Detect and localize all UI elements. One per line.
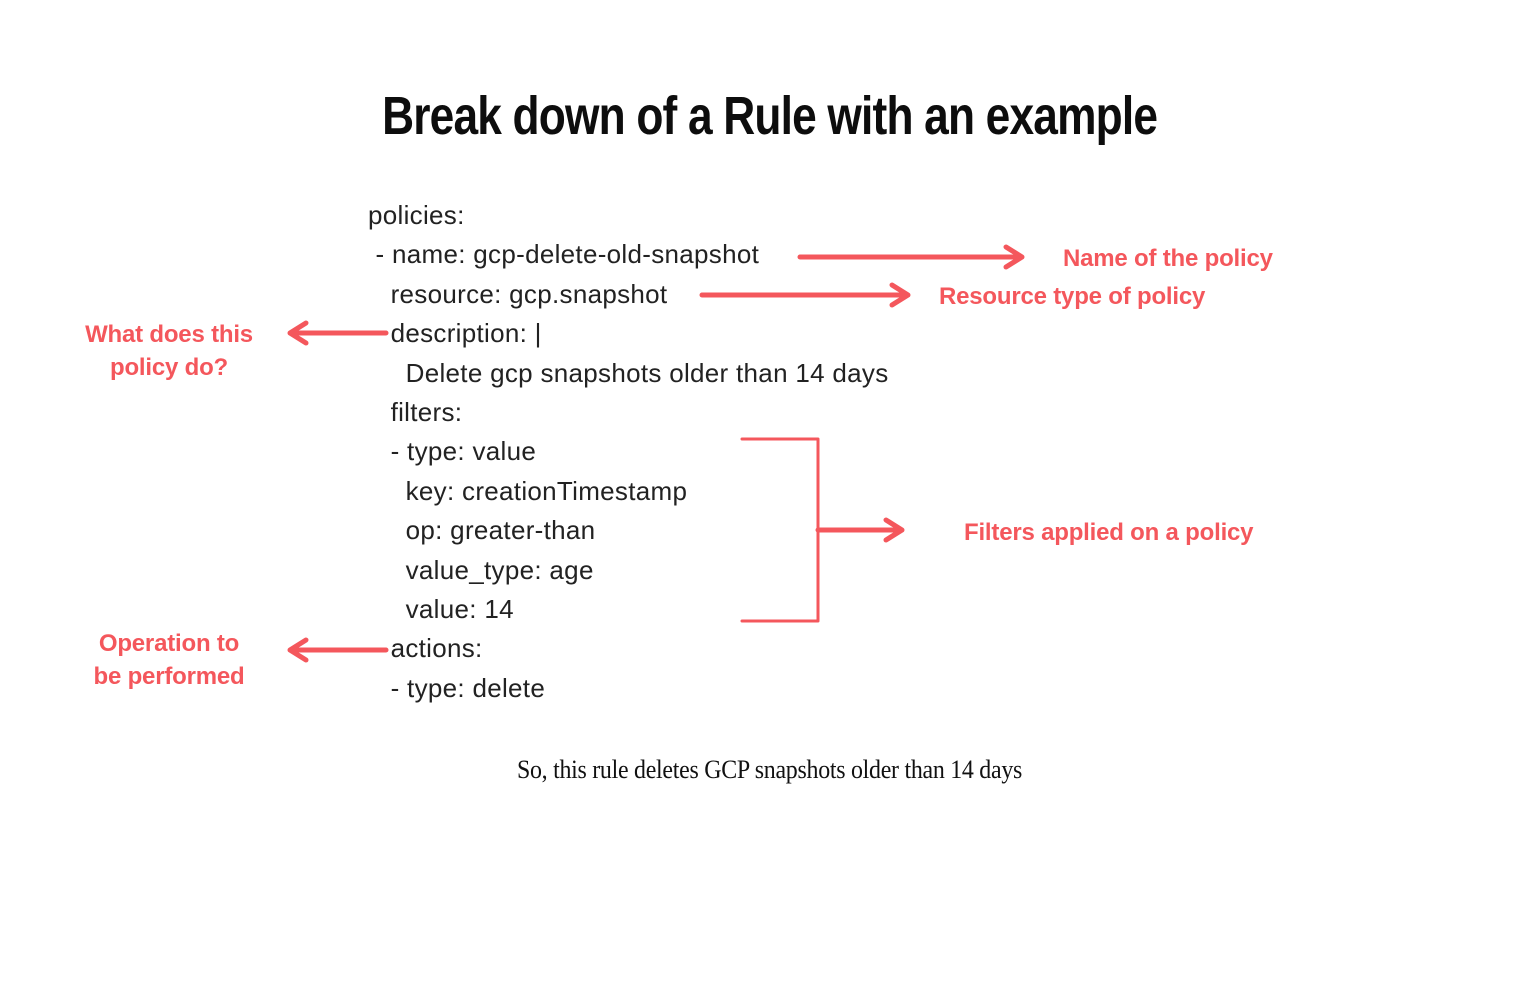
code-line-filter-value: value: 14 — [368, 593, 514, 624]
code-line-action-type: - type: delete — [368, 672, 546, 703]
arrow-left-description-icon — [287, 320, 389, 346]
filters-bracket-arrow-icon — [740, 437, 905, 623]
code-line-filter-op: op: greater-than — [368, 515, 596, 546]
annotation-operation-line1: Operation to — [98, 630, 240, 657]
annotation-operation-line2: be performed — [93, 663, 245, 690]
code-line-policies: policies: — [368, 200, 465, 230]
page-title-row: Break down of a Rule with an example — [0, 85, 1540, 147]
arrow-right-name-icon — [797, 244, 1025, 270]
code-line-actions: actions: — [368, 633, 483, 664]
code-line-name: - name: gcp-delete-old-snapshot — [368, 239, 760, 270]
arrow-right-resource-icon — [699, 282, 911, 308]
code-line-filters: filters: — [368, 396, 463, 427]
annotation-resource-type: Resource type of policy — [939, 283, 1206, 310]
yaml-code-block: policies: - name: gcp-delete-old-snapsho… — [368, 196, 889, 708]
annotation-description-line2: policy do? — [109, 354, 228, 381]
code-line-description-text: Delete gcp snapshots older than 14 days — [368, 357, 889, 388]
code-line-resource: resource: gcp.snapshot — [368, 278, 668, 309]
code-line-description: description: | — [368, 318, 542, 349]
page-title: Break down of a Rule with an example — [382, 86, 1158, 146]
conclusion-text: So, this rule deletes GCP snapshots olde… — [517, 755, 1023, 784]
code-line-filter-value-type: value_type: age — [368, 554, 594, 585]
annotation-operation: Operation to be performed — [64, 627, 274, 693]
code-line-filter-key: key: creationTimestamp — [368, 475, 688, 506]
conclusion-row: So, this rule deletes GCP snapshots olde… — [0, 755, 1540, 785]
annotation-description-line1: What does this — [85, 321, 253, 348]
arrow-left-actions-icon — [287, 637, 389, 663]
annotation-name-of-policy: Name of the policy — [1063, 245, 1273, 272]
annotation-filters: Filters applied on a policy — [964, 519, 1254, 546]
code-line-filter-type: - type: value — [368, 436, 537, 467]
annotation-description: What does this policy do? — [64, 318, 274, 384]
